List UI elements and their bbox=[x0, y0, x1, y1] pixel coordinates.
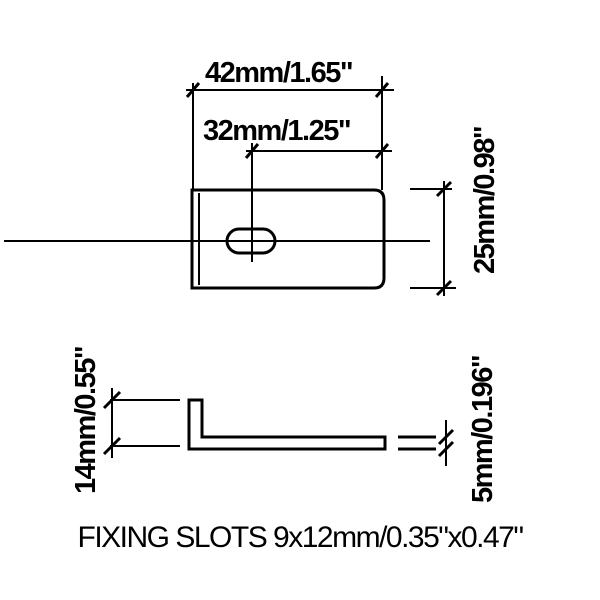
height-label: 25mm/0.98" bbox=[469, 127, 501, 274]
bend-height-dimension: 14mm/0.55" bbox=[70, 347, 180, 494]
bracket-profile bbox=[187, 398, 387, 451]
break-lines bbox=[398, 435, 436, 451]
height-dimension: 25mm/0.98" bbox=[410, 127, 501, 297]
thickness-label: 5mm/0.196" bbox=[467, 356, 499, 503]
overall-width-dimension: 42mm/1.65" bbox=[185, 57, 394, 190]
slot-center-dimension: 32mm/1.25" bbox=[203, 115, 392, 159]
thickness-dimension: 5mm/0.196" bbox=[437, 356, 499, 503]
bend-height-label: 14mm/0.55" bbox=[70, 347, 102, 494]
top-view: 42mm/1.65" 32mm/1.25" 25mm/0.98" bbox=[4, 57, 501, 297]
fixing-slots-note: FIXING SLOTS 9x12mm/0.35"x0.47" bbox=[77, 521, 524, 554]
bracket-plate-outline bbox=[190, 188, 386, 290]
side-view: 14mm/0.55" 5mm/0.196" bbox=[70, 347, 499, 503]
slot-center-label: 32mm/1.25" bbox=[203, 115, 350, 147]
overall-width-label: 42mm/1.65" bbox=[205, 57, 352, 89]
